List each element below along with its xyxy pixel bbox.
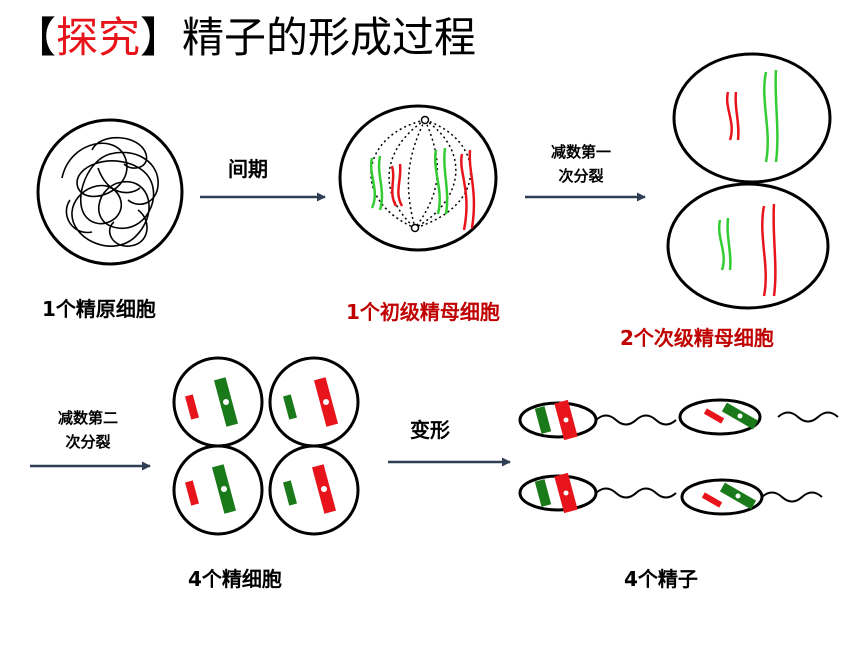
chromosome-green-small: [717, 217, 732, 271]
label-meiosis-2: 减数第二 次分裂: [38, 406, 138, 454]
label-secondary-spermatocyte: 2个次级精母细胞: [620, 326, 774, 350]
tetrad-red-left: [390, 163, 404, 207]
label-spermatid: 4个精细胞: [188, 567, 282, 591]
label-spermatogonium: 1个精原细胞: [42, 297, 156, 321]
sperm-cells: [518, 398, 839, 516]
spermatids: [172, 356, 360, 536]
chromosome-red-large: [761, 203, 777, 297]
title-bracket-open: 【: [14, 13, 57, 62]
tetrad-green-left: [369, 155, 384, 211]
title-bracket-close: 】: [140, 13, 183, 62]
label-interphase: 间期: [228, 157, 268, 181]
label-primary-spermatocyte: 1个初级精母细胞: [346, 300, 500, 324]
chromosome-green-large: [763, 69, 779, 163]
secondary-spermatocyte-top-membrane: [672, 52, 832, 184]
label-transformation: 变形: [410, 418, 450, 442]
primary-spermatocyte-cell: [338, 104, 498, 252]
chromosome-red-small: [725, 91, 740, 141]
title-text: 精子的形成过程: [182, 13, 477, 62]
tetrad-green-right: [433, 147, 449, 215]
secondary-spermatocyte-top: [672, 52, 832, 184]
spermatid-4: [268, 444, 360, 536]
primary-spermatocyte-membrane: [338, 104, 498, 252]
spermatid-2: [268, 356, 360, 448]
chromatin-tangle: [61, 136, 159, 247]
label-meiosis-1: 减数第一 次分裂: [534, 140, 628, 188]
spermatid-1: [172, 356, 264, 448]
sperm-2: [678, 398, 839, 436]
title-highlight: 探究: [56, 13, 141, 62]
page-title: 【探究】精子的形成过程: [14, 8, 476, 68]
centriole-bottom: [410, 223, 420, 233]
label-meiosis-1-line2: 次分裂: [558, 167, 604, 185]
label-meiosis-2-line2: 次分裂: [65, 433, 111, 451]
sperm-4: [680, 478, 823, 516]
label-meiosis-1-line1: 减数第一: [550, 143, 611, 161]
label-meiosis-2-line1: 减数第二: [57, 409, 118, 427]
spermatogonium-cell: [36, 118, 184, 266]
centriole-top: [420, 115, 430, 125]
secondary-spermatocyte-bottom: [666, 182, 830, 310]
sperm-1: [518, 399, 677, 441]
label-sperm: 4个精子: [624, 567, 698, 591]
sperm-3: [518, 472, 677, 514]
spermatid-3: [172, 444, 264, 536]
tetrad-red-right: [460, 149, 476, 231]
secondary-spermatocyte-bottom-membrane: [666, 182, 830, 310]
